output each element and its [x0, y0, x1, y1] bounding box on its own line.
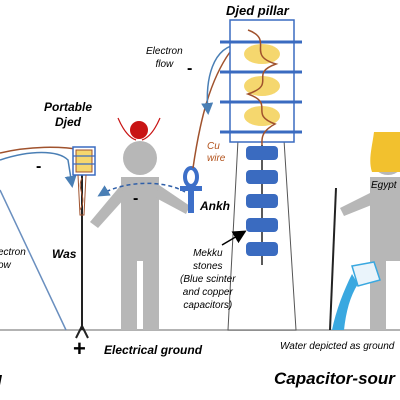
electron-flow-top-line2: flow [155, 59, 174, 70]
cu-wire-line2: wire [207, 153, 226, 164]
label-was: Was [52, 247, 77, 261]
gold-headdress [370, 132, 400, 172]
label-capacitor-source: Capacitor-sour [274, 369, 395, 388]
label-cu-wire: Cu wire [207, 141, 225, 165]
electron-flow-left-line1: ectron [0, 247, 26, 258]
person-left [90, 141, 190, 330]
ankh [180, 166, 202, 213]
body-flow-arrow [97, 182, 186, 197]
djed-pillar [220, 19, 302, 331]
was-staff-fork [75, 325, 89, 339]
label-water-ground: Water depicted as ground [280, 341, 395, 352]
label-electrical-ground: Electrical ground [104, 343, 203, 357]
electron-flow-arrow-left [0, 151, 77, 188]
label-egypt: Egypt [371, 180, 397, 191]
label-bottom-left: l [0, 372, 2, 392]
mekku-stones [246, 146, 278, 256]
charge-sign-top: - [187, 60, 193, 77]
label-electron-flow-left: ectron ow [0, 246, 26, 272]
label-electron-flow-top: Electron flow [146, 45, 183, 71]
mekku-line2: stones [193, 261, 223, 272]
charge-sign-left: - [36, 158, 42, 175]
mekku-line4: and copper [182, 287, 233, 298]
left-structure [0, 189, 67, 331]
horns [117, 117, 161, 141]
electron-flow-top-line1: Electron [146, 46, 183, 57]
portable-djed-line2: Djed [55, 115, 82, 129]
portable-djed [72, 146, 96, 216]
charge-sign-body: - [133, 190, 139, 207]
mekku-pointer [221, 230, 247, 246]
sun-disc [130, 121, 148, 139]
mekku-line3: (Blue scinter [180, 274, 236, 285]
label-portable-djed: Portable Djed [44, 100, 92, 130]
staff-right [329, 187, 337, 331]
title-djed-pillar: Djed pillar [226, 3, 289, 18]
mekku-line5: capacitors) [183, 300, 233, 311]
electron-flow-left-line2: ow [0, 260, 11, 271]
label-ankh: Ankh [200, 199, 230, 213]
cu-wire-line1: Cu [207, 141, 220, 152]
label-mekku-stones: Mekku stones (Blue scinter and copper ca… [180, 247, 236, 312]
plus-sign: + [73, 336, 86, 361]
portable-djed-line1: Portable [44, 100, 93, 114]
mekku-line1: Mekku [193, 248, 223, 259]
water-pitcher [332, 261, 381, 330]
